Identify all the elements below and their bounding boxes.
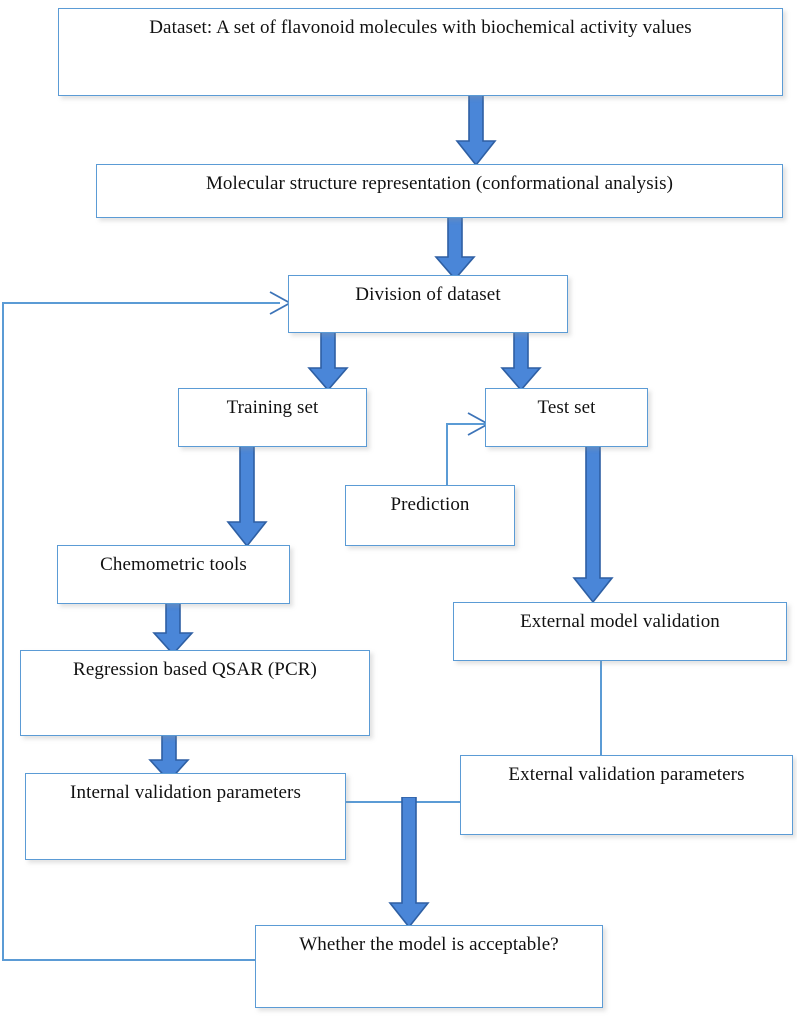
node-prediction-label: Prediction bbox=[390, 494, 470, 515]
prediction-connector-vertical bbox=[446, 423, 448, 485]
node-training-set[interactable]: Training set bbox=[178, 388, 367, 447]
arrow-test-set-to-external-model-validation bbox=[572, 444, 614, 604]
node-chemometric-tools-label: Chemometric tools bbox=[100, 554, 247, 575]
arrow-dataset-to-representation bbox=[455, 93, 497, 167]
node-external-model-validation[interactable]: External model validation bbox=[453, 602, 787, 661]
node-decision-label: Whether the model is acceptable? bbox=[299, 934, 559, 955]
node-training-set-label: Training set bbox=[226, 397, 319, 418]
arrow-representation-to-division bbox=[434, 215, 476, 281]
node-representation[interactable]: Molecular structure representation (conf… bbox=[96, 164, 783, 218]
node-test-set[interactable]: Test set bbox=[485, 388, 648, 447]
external-validation-connector bbox=[600, 661, 602, 757]
arrow-division-to-test-set bbox=[500, 330, 542, 392]
node-regression-qsar[interactable]: Regression based QSAR (PCR) bbox=[20, 650, 370, 736]
arrow-training-set-to-chemometric-tools bbox=[226, 444, 268, 548]
node-dataset-label: Dataset: A set of flavonoid molecules wi… bbox=[149, 17, 692, 38]
node-dataset[interactable]: Dataset: A set of flavonoid molecules wi… bbox=[58, 8, 783, 96]
node-chemometric-tools[interactable]: Chemometric tools bbox=[57, 545, 290, 604]
prediction-connector-horizontal bbox=[446, 423, 488, 425]
feedback-line-top bbox=[2, 302, 280, 304]
arrow-chemometric-tools-to-regression bbox=[152, 600, 194, 656]
node-representation-label: Molecular structure representation (conf… bbox=[205, 173, 674, 194]
arrow-internal-params-to-decision bbox=[388, 797, 430, 929]
node-internal-params[interactable]: Internal validation parameters bbox=[25, 773, 346, 860]
node-external-model-validation-label: External model validation bbox=[520, 611, 720, 632]
node-external-params-label: External validation parameters bbox=[508, 764, 745, 785]
arrow-division-to-training-set bbox=[307, 330, 349, 392]
node-prediction[interactable]: Prediction bbox=[345, 485, 515, 546]
node-internal-params-label: Internal validation parameters bbox=[70, 782, 301, 803]
node-test-set-label: Test set bbox=[537, 397, 596, 418]
node-decision[interactable]: Whether the model is acceptable? bbox=[255, 925, 603, 1008]
feedback-line-left bbox=[2, 302, 4, 960]
node-division-label: Division of dataset bbox=[355, 284, 501, 305]
node-external-params[interactable]: External validation parameters bbox=[460, 755, 793, 835]
node-division[interactable]: Division of dataset bbox=[288, 275, 568, 333]
node-regression-qsar-label: Regression based QSAR (PCR) bbox=[73, 659, 317, 680]
feedback-line-bottom bbox=[2, 959, 256, 961]
